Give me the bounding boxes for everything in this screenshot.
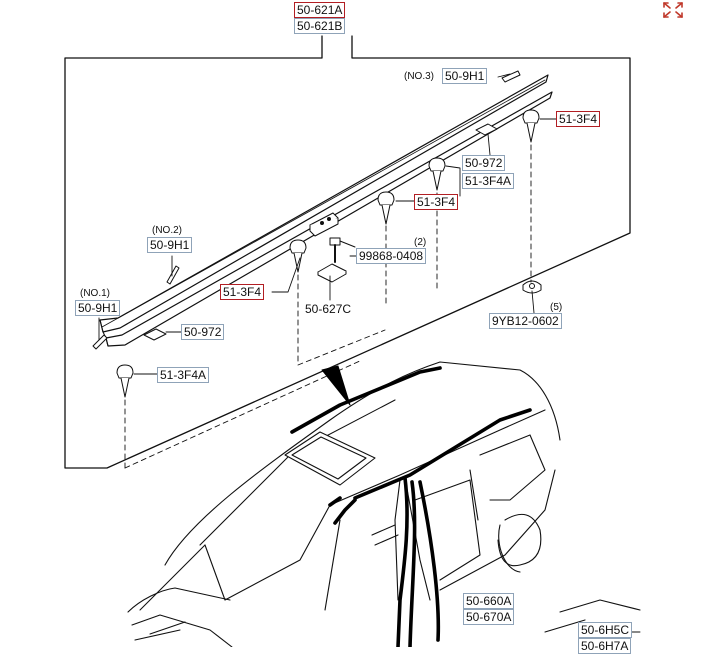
- part-label-51-3F4-top[interactable]: 51-3F4: [556, 111, 601, 127]
- end-cap-parts: [92, 70, 521, 350]
- part-label-51-3F4A-lower[interactable]: 51-3F4A: [157, 367, 210, 383]
- push-fasteners: [116, 109, 542, 398]
- part-label-50-9H1-no3[interactable]: 50-9H1: [442, 68, 488, 84]
- part-label-99868-0408[interactable]: 99868-0408: [356, 248, 427, 264]
- part-label-50-670A[interactable]: 50-670A: [463, 609, 515, 625]
- position-note-no2: (NO.2): [152, 225, 182, 236]
- part-label-50-621A[interactable]: 50-621A: [294, 2, 346, 18]
- part-label-50-9H1-no1[interactable]: 50-9H1: [75, 300, 121, 316]
- part-label-50-660A[interactable]: 50-660A: [463, 593, 515, 609]
- pad-parts: [143, 123, 498, 341]
- part-label-51-3F4-middle[interactable]: 51-3F4: [414, 194, 459, 210]
- part-label-50-621B[interactable]: 50-621B: [294, 18, 346, 34]
- part-label-50-6H7A[interactable]: 50-6H7A: [578, 638, 632, 654]
- part-label-50-9H1-no2[interactable]: 50-9H1: [147, 237, 193, 253]
- position-note-no3: (NO.3): [404, 71, 434, 82]
- quantity-note-2: (2): [414, 237, 427, 248]
- minivan-body: [127, 361, 641, 647]
- part-label-50-6H5C[interactable]: 50-6H5C: [578, 622, 633, 638]
- clip-parts: [309, 212, 347, 283]
- position-note-no1: (NO.1): [80, 288, 110, 299]
- molding-pointer-arrow: [321, 365, 351, 406]
- exploded-view-frame: [64, 35, 631, 469]
- part-label-51-3F4A-upper[interactable]: 51-3F4A: [462, 173, 515, 189]
- installation-guide-lines: [124, 144, 532, 469]
- leader-lines: [98, 73, 557, 375]
- part-label-50-627C[interactable]: 50-627C: [303, 302, 354, 316]
- bolt-part: [329, 237, 356, 263]
- part-label-51-3F4-lower[interactable]: 51-3F4: [220, 284, 265, 300]
- part-label-50-972-upper[interactable]: 50-972: [462, 155, 506, 171]
- part-label-9YB12-0602[interactable]: 9YB12-0602: [489, 313, 562, 329]
- roof-rail-highlight: [290, 366, 532, 647]
- part-label-50-972-lower[interactable]: 50-972: [181, 324, 225, 340]
- quantity-note-5: (5): [550, 302, 563, 313]
- expand-arrows-icon[interactable]: [661, 0, 685, 20]
